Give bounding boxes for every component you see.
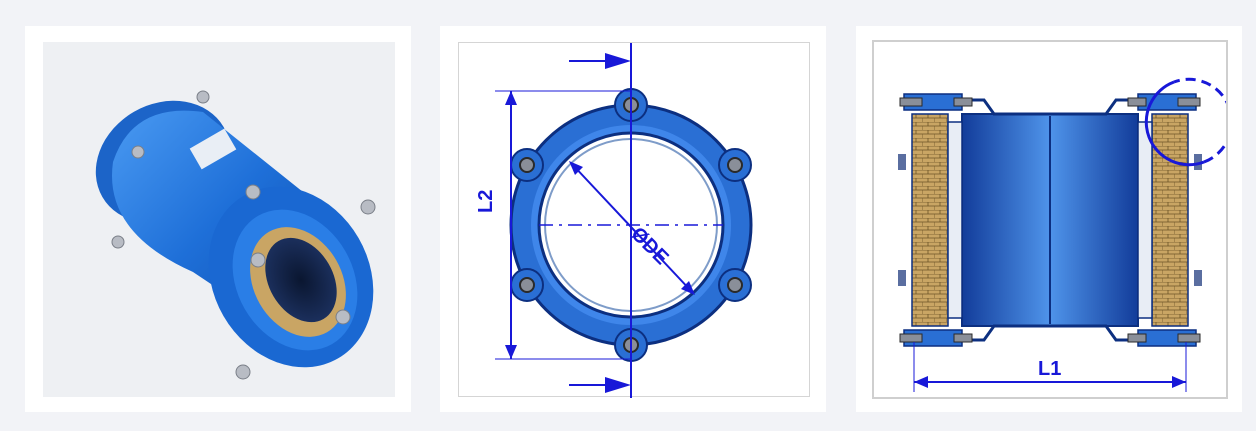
bolt-icon (1127, 97, 1147, 107)
bolt-icon (953, 333, 973, 343)
bolt-icon (335, 309, 351, 325)
bolt-icon (1177, 333, 1201, 343)
product-sticker (189, 128, 237, 170)
bolt-icon (899, 97, 923, 107)
label-l2: L2 (475, 189, 497, 213)
product-photo-panel (25, 26, 411, 412)
bolt-hole-icon (519, 277, 535, 293)
bolt-icon (245, 184, 261, 200)
coupling-photo-illustration (95, 90, 376, 380)
bolt-icon (196, 90, 210, 104)
dimension-diameter (569, 161, 695, 295)
front-view-panel: L2 ØDE (440, 26, 826, 412)
front-view-drawing (495, 43, 753, 398)
detail-circle (1144, 80, 1205, 167)
bolt-hole-icon (727, 277, 743, 293)
section-arrow-top (569, 53, 631, 69)
bolt-icon (1177, 97, 1201, 107)
label-l1: L1 (1038, 358, 1062, 380)
section-view-drawing (898, 77, 1226, 392)
bolt-hole-icon (727, 157, 743, 173)
bolt-icon (235, 364, 251, 380)
bolt-icon (111, 235, 125, 249)
section-arrow-bottom (569, 377, 631, 393)
section-view-panel: L1 (856, 26, 1242, 412)
section-view-frame: L1 (872, 40, 1228, 399)
bolt-hole-icon (519, 157, 535, 173)
bolt-icon (250, 252, 266, 268)
bolt-icon (899, 333, 923, 343)
bolt-icon (360, 199, 376, 215)
bolt-icon (953, 97, 973, 107)
product-photo-frame (43, 42, 395, 397)
bolt-icon (1127, 333, 1147, 343)
dimension-l1 (913, 342, 1187, 392)
bolt-icon (131, 145, 145, 159)
dimension-l2 (495, 90, 631, 360)
front-view-frame: L2 ØDE (458, 42, 810, 398)
